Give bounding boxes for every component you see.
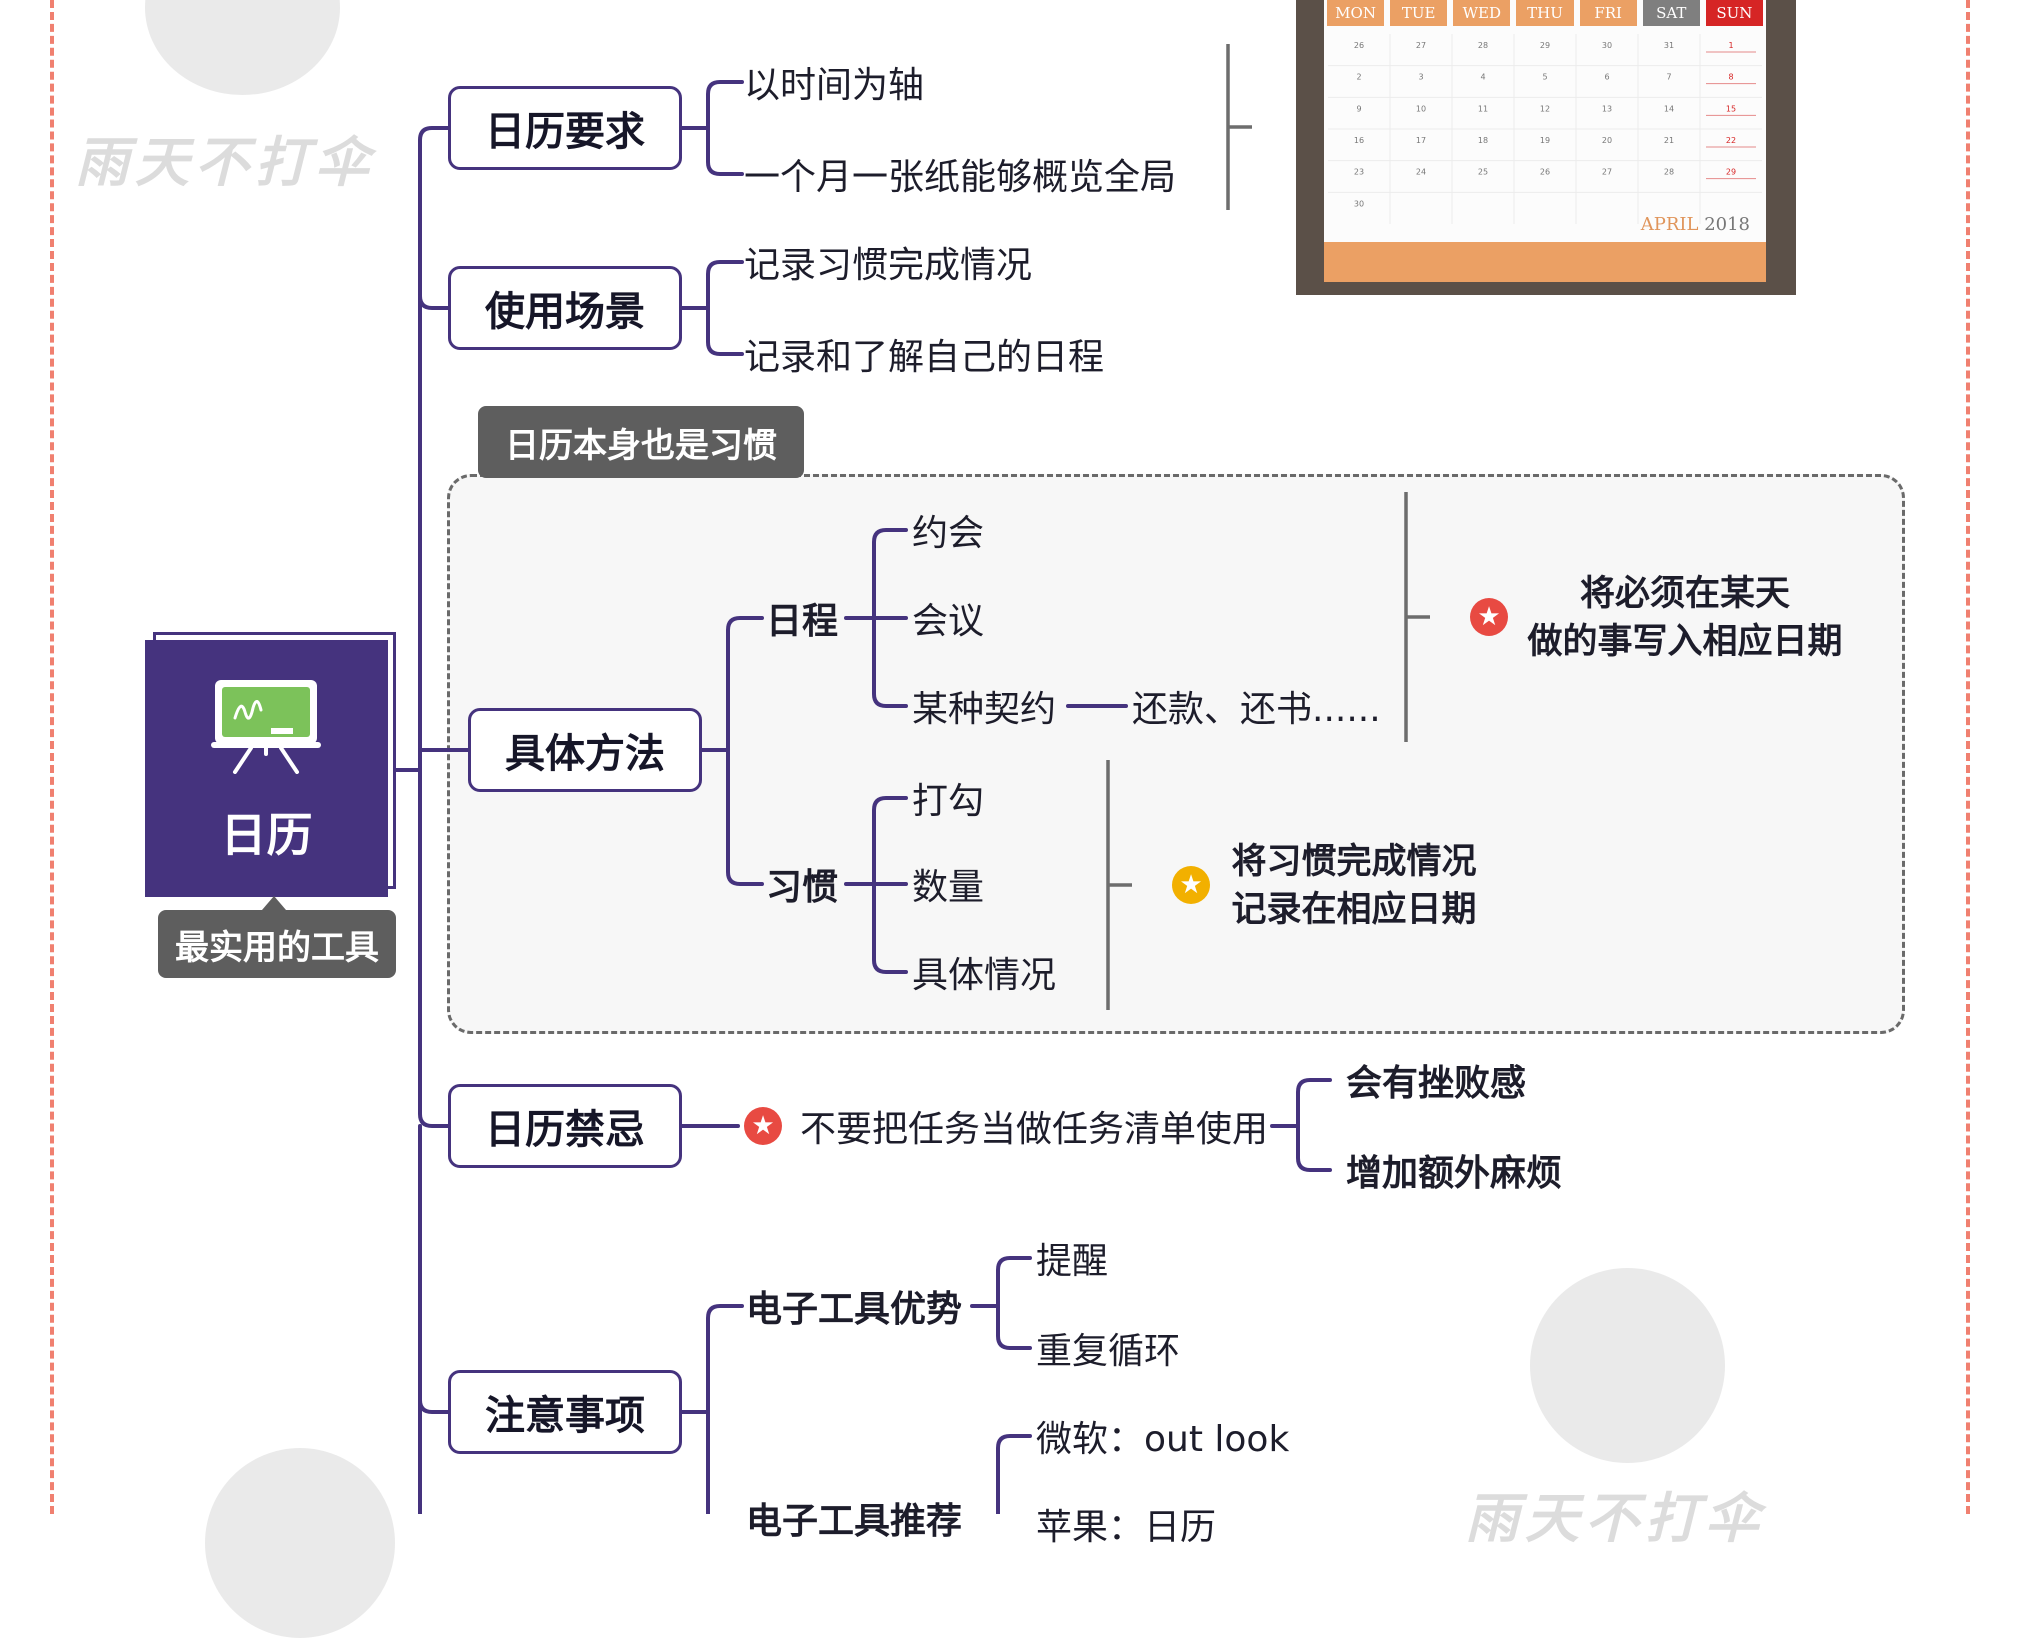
branch-scenarios[interactable]: 使用场景 — [448, 266, 682, 350]
scenario-item-schedule[interactable]: 记录和了解自己的日程 — [744, 337, 1105, 378]
methods-schedule[interactable]: 日程 — [766, 601, 839, 642]
calendar-day-number: 22 — [1726, 136, 1736, 145]
notes-advantages[interactable]: 电子工具优势 — [746, 1289, 963, 1330]
watermark-text-top: 雨天不打伞 — [75, 130, 375, 194]
schedule-note-line-2: 做的事写入相应日期 — [1527, 622, 1843, 662]
watermark-logo-bottom-right — [1530, 1268, 1725, 1463]
calendar-weekday-row: MON TUE WED THU FRI SAT SUN — [1324, 0, 1766, 30]
star-icon: ★ — [1470, 598, 1508, 636]
calendar-day-number: 29 — [1540, 41, 1550, 50]
chalkboard-icon — [211, 680, 321, 774]
star-icon: ★ — [1172, 866, 1210, 904]
calendar-day-number: 27 — [1602, 168, 1612, 177]
calendar-day-number: 13 — [1602, 104, 1612, 113]
page-border-left — [50, 0, 54, 1514]
branch-taboo[interactable]: 日历禁忌 — [448, 1084, 682, 1168]
schedule-item-meeting[interactable]: 会议 — [912, 601, 985, 642]
weekday-sat: SAT — [1642, 0, 1700, 26]
taboo-consequence-trouble[interactable]: 增加额外麻烦 — [1346, 1153, 1563, 1194]
advantage-item-reminder[interactable]: 提醒 — [1036, 1241, 1109, 1282]
calendar-day-number: 26 — [1540, 168, 1550, 177]
calendar-day-number: 20 — [1602, 136, 1612, 145]
habit-item-quantity[interactable]: 数量 — [912, 867, 985, 908]
mindmap-connectors — [390, 44, 1430, 1514]
habit-note[interactable]: 将习惯完成情况 记录在相应日期 — [1222, 834, 1486, 938]
calendar-day-number: 7 — [1666, 73, 1671, 82]
scenario-item-habits[interactable]: 记录习惯完成情况 — [744, 245, 1033, 286]
calendar-day-number: 12 — [1540, 104, 1550, 113]
weekday-wed: WED — [1453, 0, 1511, 26]
weekday-fri: FRI — [1579, 0, 1637, 26]
weekday-sun: SUN — [1705, 0, 1763, 26]
calendar-day-number: 5 — [1542, 73, 1547, 82]
calendar-day-number: 15 — [1726, 104, 1736, 113]
calendar-day-number: 29 — [1726, 168, 1736, 177]
root-label: 日历 — [220, 808, 313, 862]
calendar-day-number: 14 — [1664, 104, 1674, 113]
schedule-item-appointment[interactable]: 约会 — [912, 513, 985, 554]
habit-note-line-1: 将习惯完成情况 — [1231, 842, 1477, 882]
calendar-day-number: 8 — [1728, 73, 1733, 82]
calendar-day-number: 21 — [1664, 136, 1674, 145]
notes-recommendation[interactable]: 电子工具推荐 — [746, 1501, 963, 1542]
calendar-day-number: 30 — [1602, 41, 1612, 50]
star-icon: ★ — [744, 1107, 782, 1145]
calendar-day-number: 26 — [1354, 41, 1364, 50]
advantage-item-repeat[interactable]: 重复循环 — [1036, 1331, 1181, 1372]
calendar-day-number: 2 — [1356, 73, 1361, 82]
branch-requirements[interactable]: 日历要求 — [448, 86, 682, 170]
weekday-mon: MON — [1327, 0, 1385, 26]
methods-habit[interactable]: 习惯 — [766, 867, 839, 908]
taboo-consequence-frustration[interactable]: 会有挫败感 — [1346, 1063, 1527, 1104]
schedule-note[interactable]: 将必须在某天 做的事写入相应日期 — [1520, 566, 1850, 670]
requirement-item-timeline[interactable]: 以时间为轴 — [744, 65, 925, 106]
weekday-tue: TUE — [1390, 0, 1448, 26]
branch-methods[interactable]: 具体方法 — [468, 708, 702, 792]
calendar-day-number: 31 — [1664, 41, 1674, 50]
habit-item-check[interactable]: 打勾 — [912, 781, 985, 822]
calendar-day-number: 10 — [1416, 104, 1426, 113]
calendar-day-number: 16 — [1354, 136, 1364, 145]
calendar-day-number: 25 — [1478, 168, 1488, 177]
taboo-statement[interactable]: 不要把任务当做任务清单使用 — [800, 1109, 1269, 1150]
schedule-item-contract[interactable]: 某种契约 — [912, 689, 1057, 730]
root-node[interactable]: 日历 — [145, 640, 388, 897]
recommendation-item-apple[interactable]: 苹果：日历 — [1036, 1507, 1217, 1548]
contract-detail[interactable]: 还款、还书...... — [1132, 689, 1381, 730]
calendar-month-label: APRIL 2018 — [1641, 214, 1750, 235]
recommendation-item-microsoft[interactable]: 微软：out look — [1036, 1419, 1290, 1460]
calendar-day-number: 28 — [1478, 41, 1488, 50]
calendar-day-number: 1 — [1728, 41, 1733, 50]
habit-note-line-2: 记录在相应日期 — [1231, 890, 1477, 930]
calendar-day-number: 11 — [1478, 104, 1488, 113]
calendar-day-number: 23 — [1354, 168, 1364, 177]
calendar-day-number: 6 — [1604, 73, 1609, 82]
page-border-right — [1966, 0, 1970, 1514]
calendar-month: APRIL — [1640, 214, 1699, 235]
methods-group-tag: 日历本身也是习惯 — [478, 406, 804, 478]
calendar-day-number: 24 — [1416, 168, 1426, 177]
calendar-day-number: 9 — [1356, 104, 1361, 113]
schedule-note-line-1: 将必须在某天 — [1579, 574, 1790, 614]
caption-pointer — [262, 896, 286, 910]
calendar-day-number: 17 — [1416, 136, 1426, 145]
calendar-day-number: 28 — [1664, 168, 1674, 177]
calendar-bottom-band — [1324, 242, 1766, 282]
calendar-year: 2018 — [1704, 214, 1750, 235]
weekday-thu: THU — [1516, 0, 1574, 26]
calendar-day-number: 18 — [1478, 136, 1488, 145]
calendar-day-number: 30 — [1354, 199, 1364, 208]
branch-notes[interactable]: 注意事项 — [448, 1370, 682, 1454]
root-caption-tag: 最实用的工具 — [158, 910, 396, 978]
calendar-day-number: 3 — [1418, 73, 1423, 82]
habit-item-details[interactable]: 具体情况 — [912, 955, 1057, 996]
calendar-day-number: 19 — [1540, 136, 1550, 145]
calendar-day-number: 27 — [1416, 41, 1426, 50]
calendar-day-number: 4 — [1480, 73, 1485, 82]
requirement-item-overview[interactable]: 一个月一张纸能够概览全局 — [744, 157, 1177, 198]
